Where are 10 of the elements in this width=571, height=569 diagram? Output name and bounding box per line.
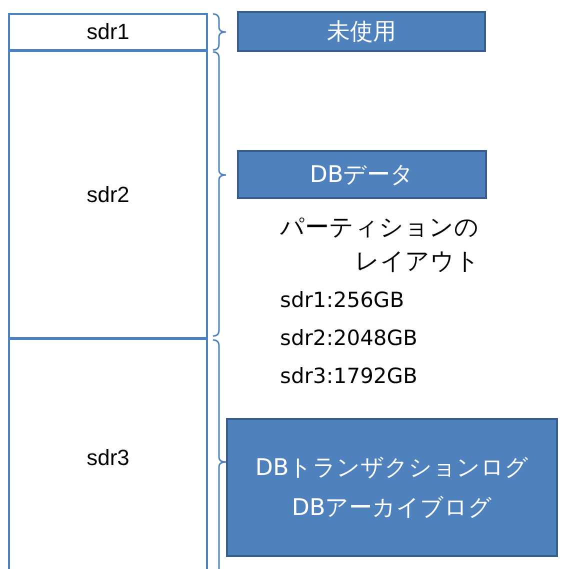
size-text: sdr3:1792GB bbox=[280, 364, 418, 388]
size-text: sdr2:2048GB bbox=[280, 326, 418, 350]
layout-heading: パーティションのレイアウト bbox=[280, 212, 480, 277]
usage-box: DBデータ bbox=[237, 150, 487, 199]
size-text: sdr1:256GB bbox=[280, 288, 404, 312]
partition-box: sdr3 bbox=[8, 338, 208, 569]
partition-box: sdr1 bbox=[8, 13, 208, 51]
usage-box: 未使用 bbox=[237, 11, 486, 52]
partition-box: sdr2 bbox=[8, 50, 208, 339]
usage-box: DBトランザクションログ DBアーカイブログ bbox=[226, 418, 558, 557]
